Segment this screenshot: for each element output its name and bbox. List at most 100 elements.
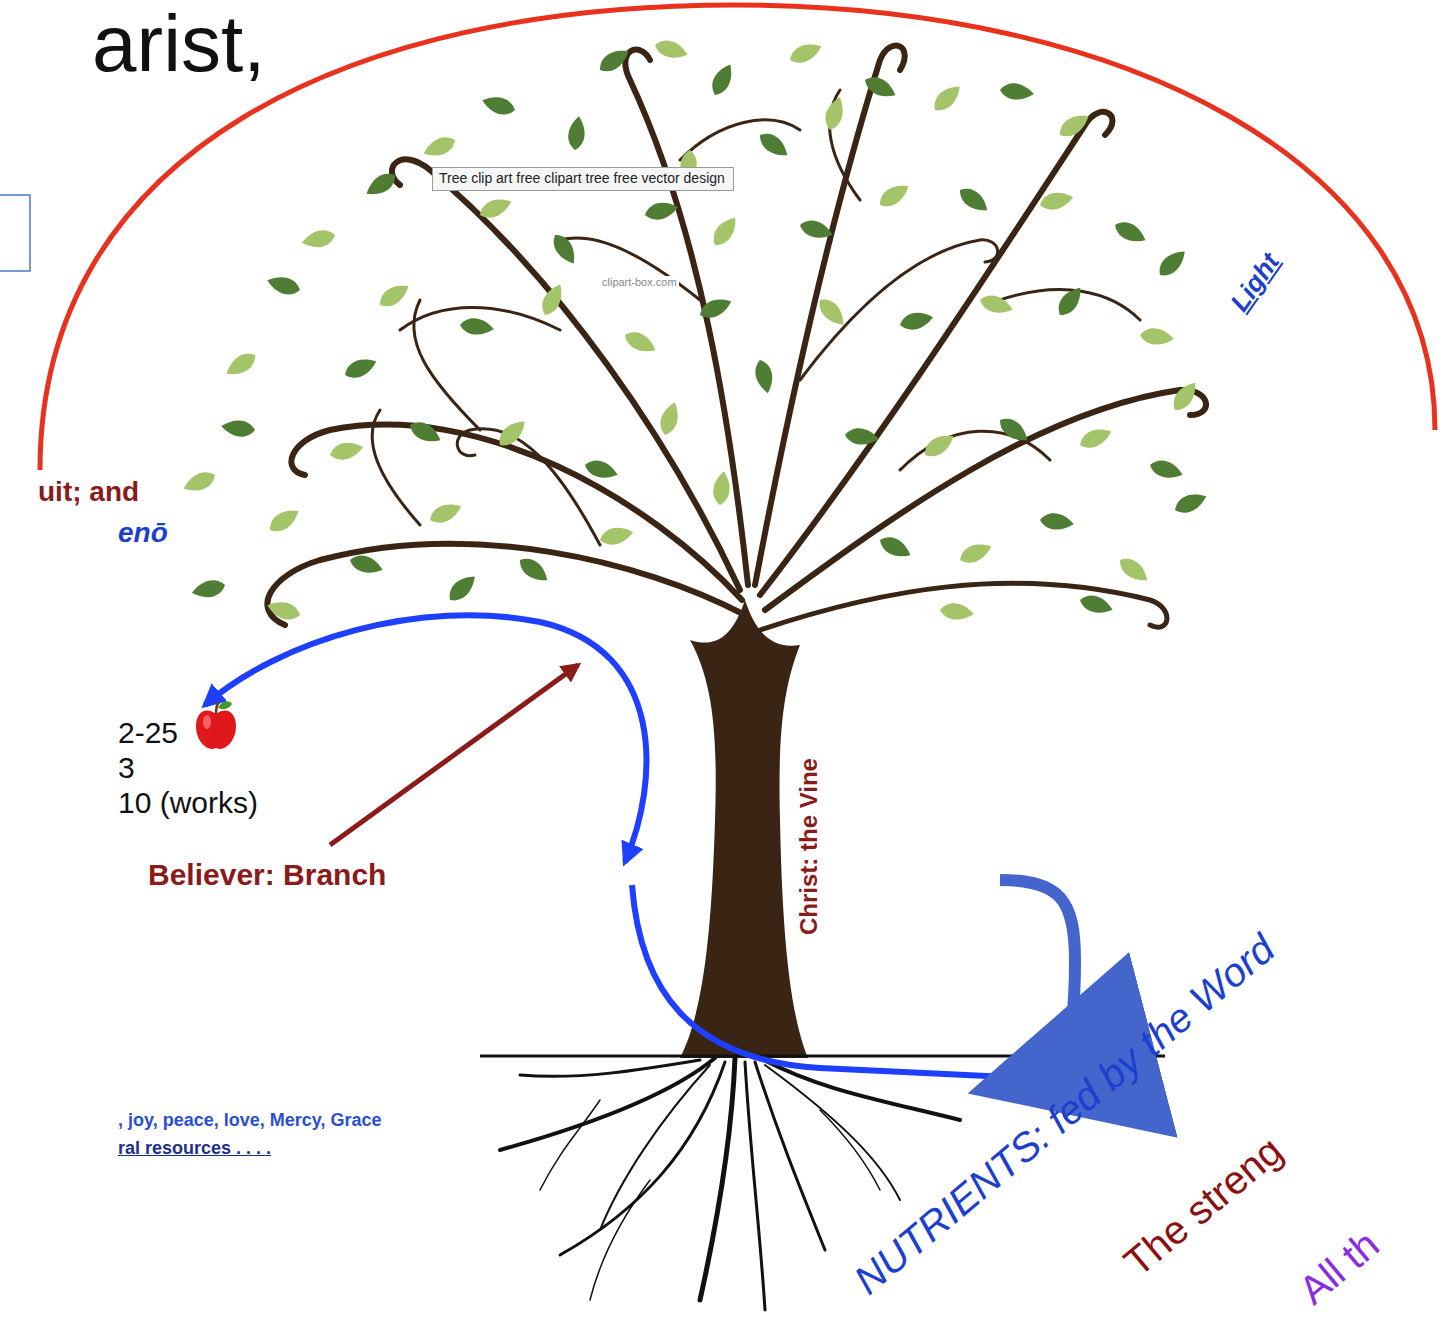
twig xyxy=(457,429,600,545)
scripture-ref: 10 (works) xyxy=(118,786,258,821)
root xyxy=(560,1062,725,1255)
leaf xyxy=(1148,456,1186,483)
branch xyxy=(267,544,745,625)
leaf xyxy=(787,40,825,67)
cropped-text: , joy, peace, love, Mercy, Grace xyxy=(118,1110,381,1131)
root xyxy=(765,1065,900,1200)
leaf xyxy=(939,601,975,623)
branch xyxy=(291,425,742,600)
curved-caption: The streng xyxy=(1115,1127,1291,1285)
leaf xyxy=(622,327,660,358)
branch xyxy=(765,390,1206,610)
leaf xyxy=(956,183,992,217)
curved-caption: All th xyxy=(1290,1221,1388,1313)
leaves xyxy=(181,36,1210,624)
apple-shine xyxy=(203,715,211,729)
branches xyxy=(267,46,1206,630)
leaf xyxy=(407,417,445,448)
leaf xyxy=(653,36,691,63)
trunk xyxy=(680,600,808,1058)
cropped-text: uit; and xyxy=(38,476,139,508)
root xyxy=(500,1058,715,1150)
leaf xyxy=(421,134,459,161)
tooltip-box: Tree clip art free clipart tree free vec… xyxy=(432,167,734,191)
leaf xyxy=(220,417,256,439)
leaf xyxy=(798,216,836,243)
leaf xyxy=(477,195,515,222)
leaf xyxy=(999,81,1035,103)
callout-label: Believer: Branch xyxy=(148,858,386,893)
cropped-text: ral resources . . . . xyxy=(118,1138,271,1159)
leaf xyxy=(1039,511,1075,533)
leaf xyxy=(1053,283,1087,319)
leaf xyxy=(1139,326,1175,348)
leaf xyxy=(1112,217,1150,248)
apple-leaf xyxy=(218,701,232,709)
leaf xyxy=(898,310,934,332)
scripture-ref: 2-25 xyxy=(118,716,178,751)
root xyxy=(745,1062,765,1310)
pointer-arrow xyxy=(330,665,578,845)
leaf xyxy=(222,349,260,380)
root xyxy=(600,1065,710,1230)
leaf xyxy=(821,95,848,133)
leaf xyxy=(1116,553,1152,587)
leaf xyxy=(362,169,400,200)
leaf xyxy=(549,230,580,268)
watermark: clipart-box.com xyxy=(600,276,679,289)
twig xyxy=(800,240,998,380)
leaf xyxy=(1154,246,1190,280)
leaf xyxy=(1168,378,1202,414)
leaf xyxy=(265,505,303,536)
leaf xyxy=(181,469,219,496)
vertical-label: Christ: the Vine xyxy=(795,758,823,935)
root xyxy=(820,1110,880,1190)
root xyxy=(520,1060,700,1076)
leaf xyxy=(756,128,792,162)
leaf xyxy=(537,281,568,319)
leaf xyxy=(598,525,634,547)
leaf xyxy=(656,400,683,438)
leaf xyxy=(1078,591,1116,618)
leaf xyxy=(815,294,849,330)
flow-arrow xyxy=(632,885,1030,1078)
root xyxy=(590,1180,650,1300)
leaf xyxy=(920,430,958,461)
arc-label: Light xyxy=(1225,248,1286,317)
cropped-box xyxy=(0,195,30,271)
leaf xyxy=(342,355,380,382)
leaf xyxy=(957,540,995,567)
leaf xyxy=(877,532,915,563)
branch xyxy=(392,159,740,590)
leaf xyxy=(595,45,633,76)
leaf xyxy=(711,470,733,506)
leaf xyxy=(1077,425,1115,452)
leaf xyxy=(996,413,1032,447)
leaf xyxy=(862,72,900,103)
leaf xyxy=(265,272,303,299)
leaf xyxy=(494,416,530,450)
twig xyxy=(900,431,1050,470)
root xyxy=(755,1062,825,1250)
leaf xyxy=(707,61,738,99)
leaf xyxy=(708,213,742,249)
leaf xyxy=(566,115,588,151)
leaf xyxy=(328,440,364,462)
leaf xyxy=(978,291,1016,318)
leaf xyxy=(875,180,913,211)
leaf xyxy=(643,200,679,222)
leaf xyxy=(697,295,735,322)
leaf xyxy=(480,92,518,119)
leaf xyxy=(190,578,226,600)
leaf xyxy=(444,571,480,605)
branch xyxy=(760,583,1167,630)
curved-caption: NUTRIENTS: fed by the Word xyxy=(845,925,1283,1303)
apple-icon xyxy=(196,701,236,749)
leaf xyxy=(375,280,413,311)
root xyxy=(540,1100,600,1190)
leaf xyxy=(929,81,965,115)
leaf xyxy=(583,456,621,483)
root xyxy=(700,1058,735,1300)
cropped-text: enō xyxy=(118,517,168,549)
